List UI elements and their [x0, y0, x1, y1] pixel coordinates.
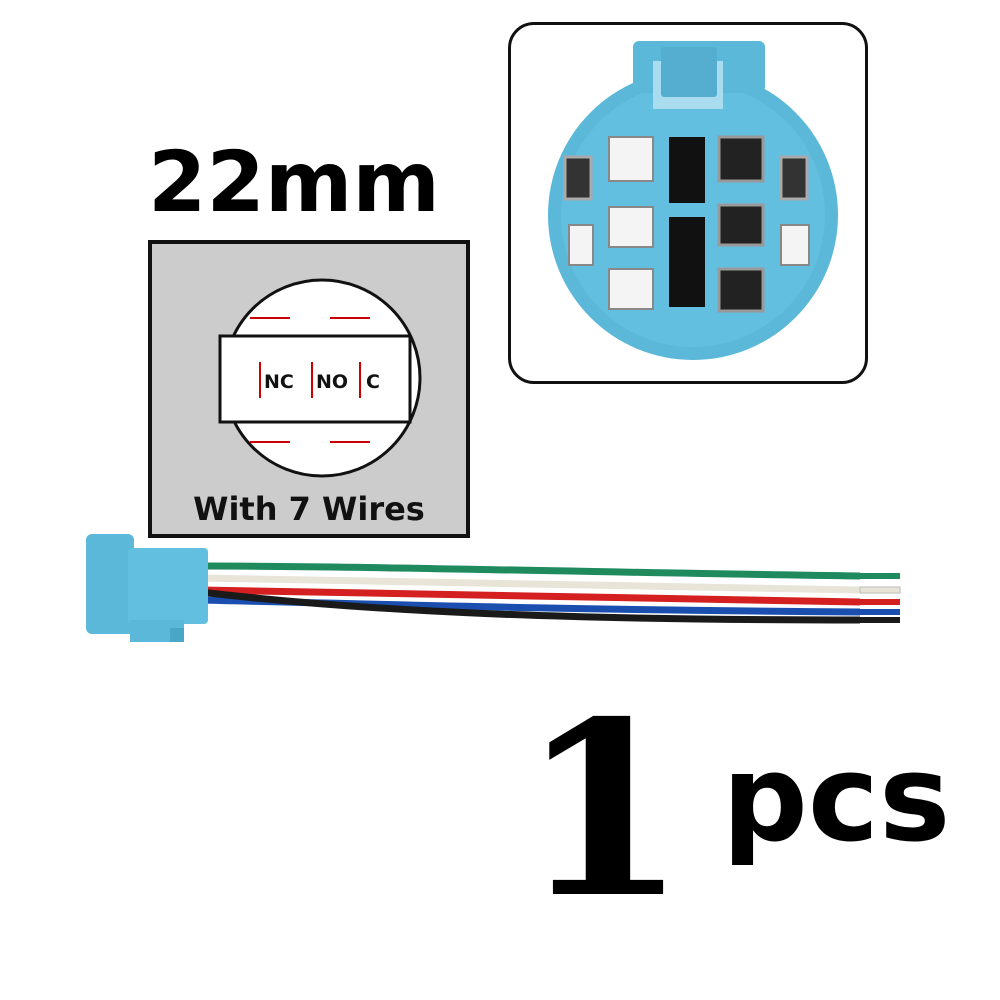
size-title: 22mm [148, 133, 440, 231]
terminal [563, 155, 593, 201]
terminal [717, 203, 765, 247]
terminal [608, 268, 654, 310]
contact-label-no: NO [316, 371, 348, 393]
center-slot-bottom [669, 217, 705, 307]
wire-end [860, 573, 900, 579]
socket-face [561, 83, 825, 347]
connector-latch-tip [170, 628, 184, 642]
wire-end [859, 586, 901, 594]
contact-block [218, 334, 412, 424]
terminal [608, 136, 654, 182]
wiring-diagram-panel: NC NO C With 7 Wires [148, 240, 470, 538]
wires-caption: With 7 Wires [193, 490, 425, 528]
wire-end [860, 617, 900, 623]
terminal [717, 267, 765, 313]
terminal [568, 224, 594, 266]
connector-flange [86, 534, 134, 634]
center-slot-top [669, 137, 705, 203]
wire-end [860, 609, 900, 615]
connector-harness [86, 534, 901, 642]
latch-tab [661, 47, 717, 97]
connector-barrel [128, 548, 208, 624]
quantity-number: 1 [520, 669, 687, 951]
contact-label-nc: NC [264, 371, 294, 393]
terminal [608, 206, 654, 248]
wire-white [199, 574, 861, 594]
connector-socket-photo [508, 22, 868, 384]
wire-green [199, 562, 861, 580]
wire-end [860, 599, 900, 605]
terminal [717, 135, 765, 183]
wire-red [199, 586, 861, 606]
socket-illustration [548, 41, 838, 360]
quantity-unit: pcs [722, 730, 951, 869]
terminal [780, 224, 810, 266]
terminal [779, 155, 809, 201]
wire-black [199, 588, 861, 624]
contact-label-c: C [366, 371, 380, 393]
contact-diagram: NC NO C [218, 278, 422, 478]
